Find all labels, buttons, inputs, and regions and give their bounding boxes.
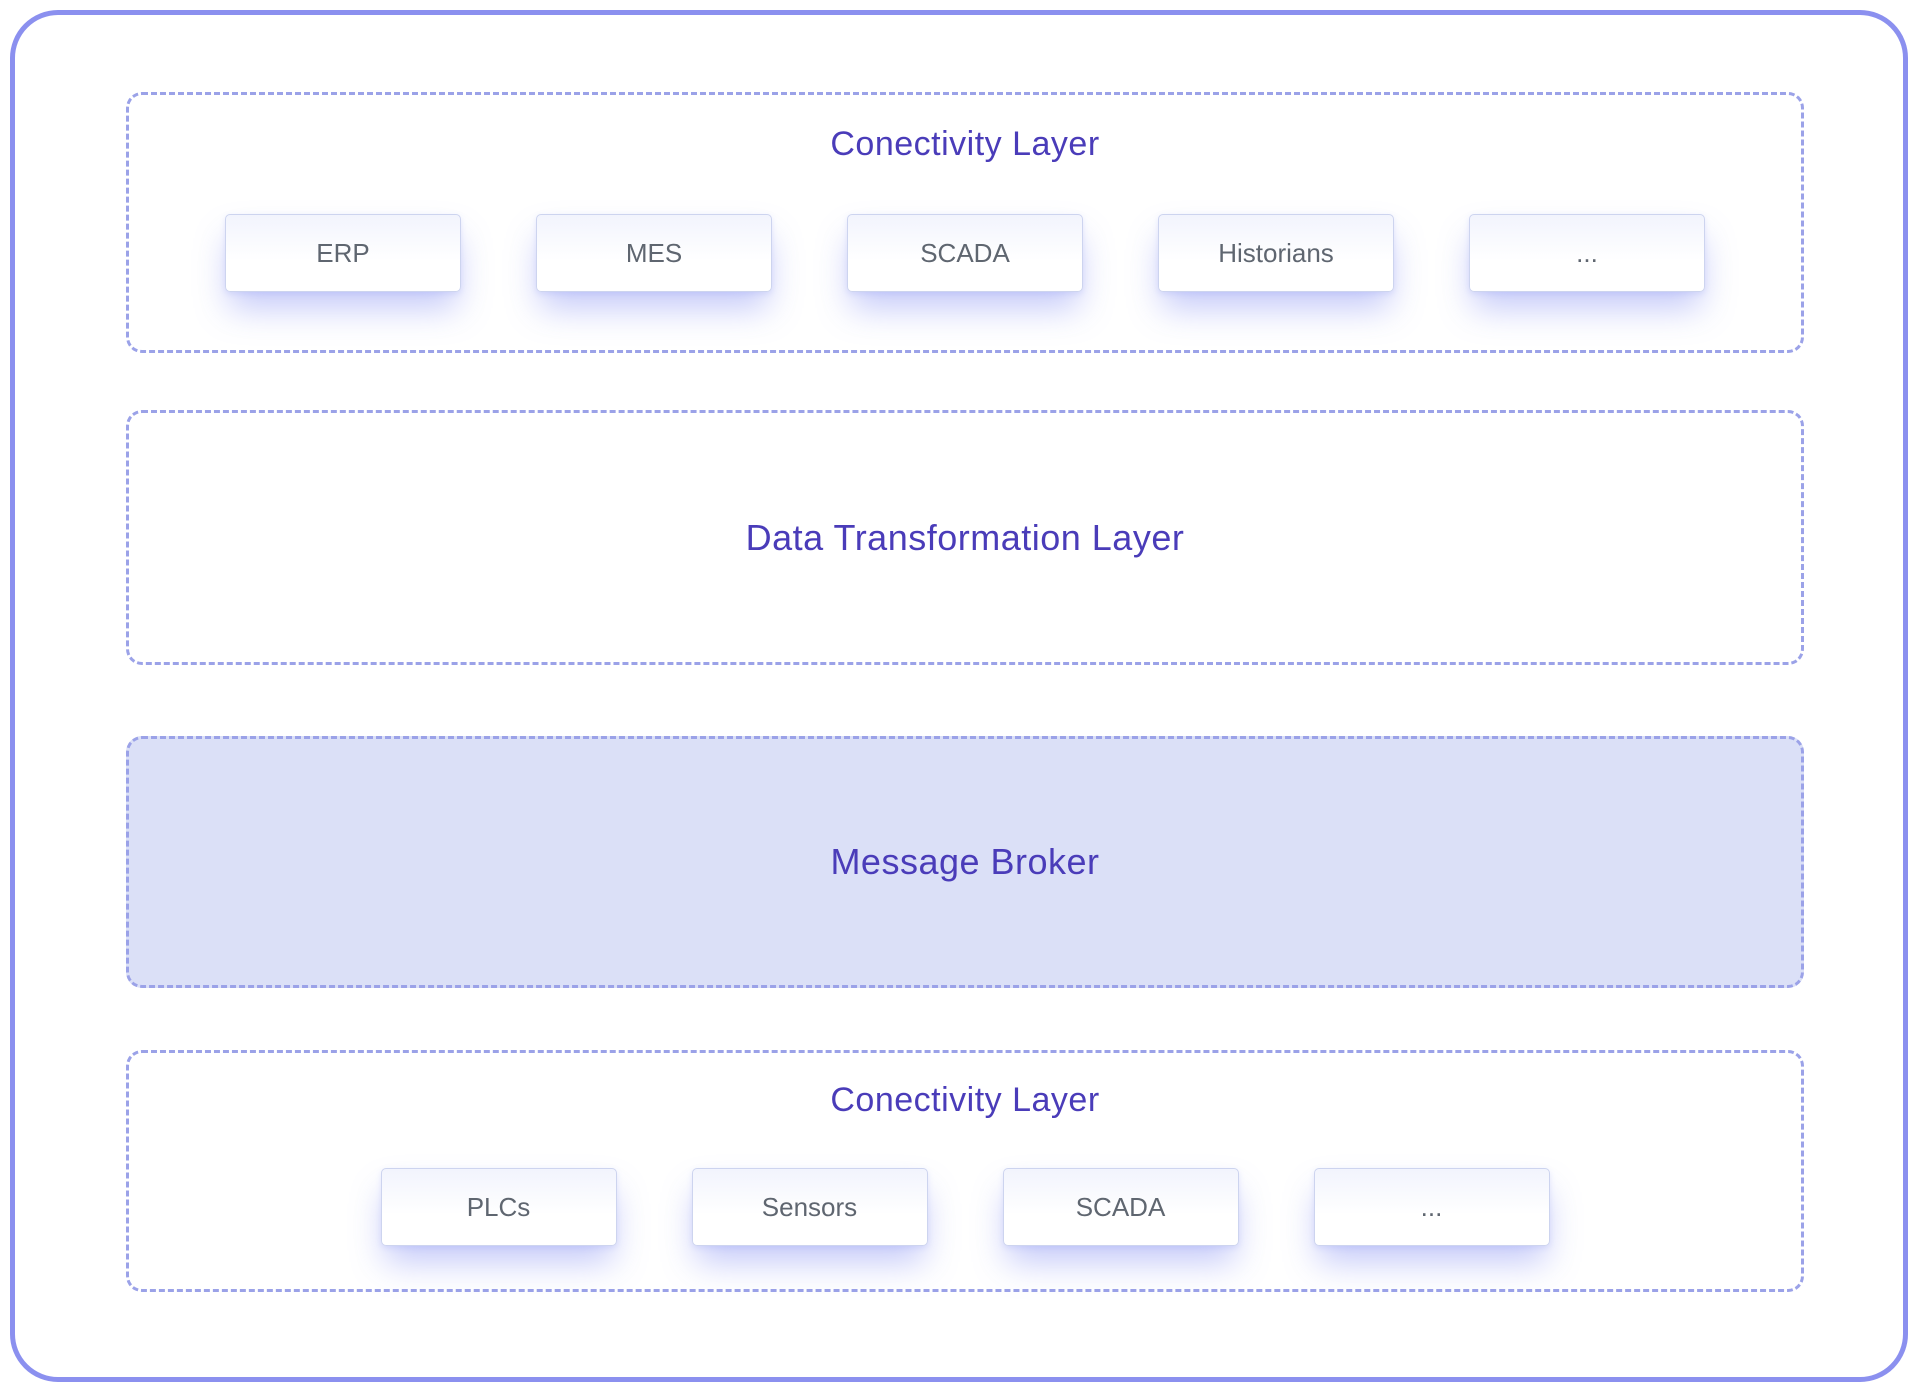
component-box-historians: Historians <box>1158 214 1394 292</box>
layer-section-message-broker: Message Broker <box>126 736 1804 988</box>
component-box-erp: ERP <box>225 214 461 292</box>
layer-section-data-transformation: Data Transformation Layer <box>126 410 1804 665</box>
component-box-ellipsis: ... <box>1469 214 1705 292</box>
component-box-scada: SCADA <box>1002 1168 1239 1246</box>
component-box-mes: MES <box>536 214 772 292</box>
component-box-scada: SCADA <box>847 214 1083 292</box>
layer-title: Conectivity Layer <box>830 1081 1100 1119</box>
layer-title: Conectivity Layer <box>830 125 1100 163</box>
component-box-plcs: PLCs <box>380 1168 617 1246</box>
component-box-sensors: Sensors <box>691 1168 928 1246</box>
layer-section-connectivity-bottom: Conectivity Layer PLCs Sensors SCADA ... <box>126 1050 1804 1292</box>
component-box-ellipsis: ... <box>1313 1168 1550 1246</box>
layer-title: Message Broker <box>830 841 1100 882</box>
layer-title: Data Transformation Layer <box>745 516 1185 558</box>
component-box-row: PLCs Sensors SCADA ... <box>380 1168 1550 1246</box>
component-box-row: ERP MES SCADA Historians ... <box>225 214 1705 292</box>
layer-section-connectivity-top: Conectivity Layer ERP MES SCADA Historia… <box>126 92 1804 353</box>
diagram-frame: Conectivity Layer ERP MES SCADA Historia… <box>10 10 1908 1382</box>
